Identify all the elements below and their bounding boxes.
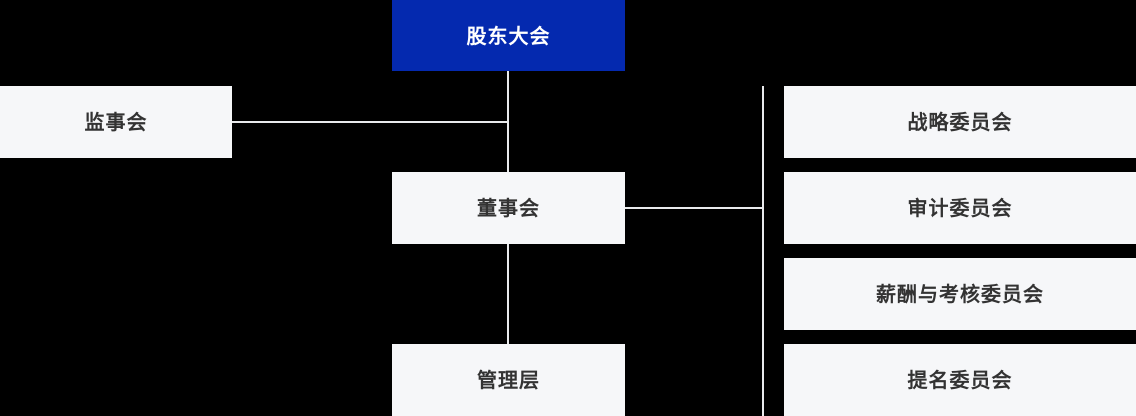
org-node-shareholders-meeting[interactable]: 股东大会 — [392, 0, 625, 71]
org-node-label-strategy-committee: 战略委员会 — [907, 110, 1013, 134]
org-node-nomination-committee[interactable]: 提名委员会 — [784, 344, 1136, 416]
org-node-strategy-committee[interactable]: 战略委员会 — [784, 86, 1136, 158]
org-node-audit-committee[interactable]: 审计委员会 — [784, 172, 1136, 244]
connector-root-to-board-vertical — [507, 71, 509, 172]
connector-board-to-committees-horizontal — [625, 207, 764, 209]
org-node-board-of-directors[interactable]: 董事会 — [392, 172, 625, 244]
org-node-label-board-of-supervisors: 监事会 — [84, 110, 148, 134]
org-node-management[interactable]: 管理层 — [392, 344, 625, 416]
org-node-board-of-supervisors[interactable]: 监事会 — [0, 86, 232, 158]
org-node-label-nomination-committee: 提名委员会 — [907, 368, 1013, 392]
org-node-label-audit-committee: 审计委员会 — [907, 196, 1013, 220]
org-node-label-management: 管理层 — [477, 368, 540, 392]
org-node-label-remuneration-appraisal-committee: 薪酬与考核委员会 — [876, 282, 1044, 306]
org-node-label-board-of-directors: 董事会 — [477, 196, 540, 220]
org-node-remuneration-appraisal-committee[interactable]: 薪酬与考核委员会 — [784, 258, 1136, 330]
org-node-label-shareholders-meeting: 股东大会 — [466, 23, 551, 48]
connector-supervisors-to-spine-horizontal — [232, 121, 508, 123]
connector-board-to-management-vertical — [507, 244, 509, 344]
connector-committees-spine-vertical — [762, 86, 764, 416]
